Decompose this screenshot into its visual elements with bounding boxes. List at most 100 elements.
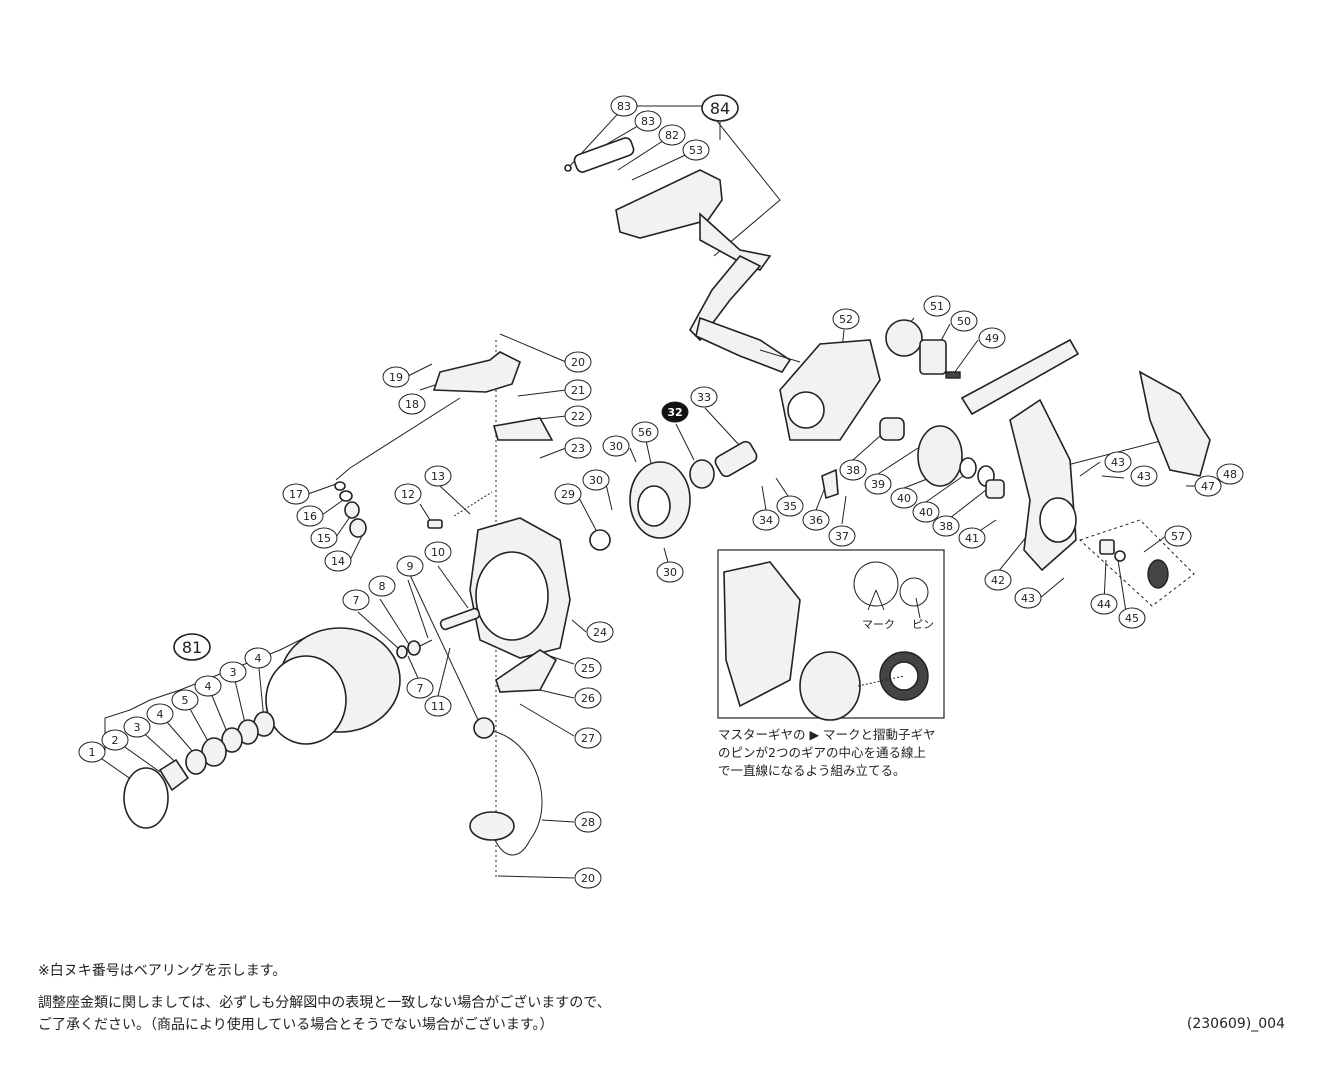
- callout-29: 29: [554, 483, 582, 505]
- callout-37: 37: [828, 525, 856, 547]
- callout-bubble: [78, 741, 106, 763]
- callout-bubble: [424, 465, 452, 487]
- callout-layer: 1233444577891011121314151617181920202122…: [78, 94, 1244, 889]
- callout-number: 30: [609, 440, 623, 453]
- callout-number: 22: [571, 410, 585, 423]
- callout-number: 49: [985, 332, 999, 345]
- callout-bubble: [244, 647, 272, 669]
- callout-number: 15: [317, 532, 331, 545]
- callout-83: 83: [634, 110, 662, 132]
- callout-number: 29: [561, 488, 575, 501]
- callout-24: 24: [586, 621, 614, 643]
- callout-30: 30: [582, 469, 610, 491]
- callout-bubble: [1118, 607, 1146, 629]
- inset-label-pin: ピン: [912, 618, 934, 631]
- callout-number: 30: [589, 474, 603, 487]
- inset-caption: マスターギヤの ▶ マークと摺動子ギヤ のピンが2つのギアの中心を通る線上 で一…: [718, 726, 936, 780]
- callout-number: 4: [205, 680, 212, 693]
- callout-bubble: [658, 124, 686, 146]
- callout-18: 18: [398, 393, 426, 415]
- callout-bubble: [406, 677, 434, 699]
- callout-number: 12: [401, 488, 415, 501]
- inset-caption-line: で一直線になるよう組み立てる。: [718, 763, 906, 778]
- callout-53: 53: [682, 139, 710, 161]
- callout-number: 43: [1021, 592, 1035, 605]
- callout-bubble: [424, 695, 452, 717]
- callout-number: 84: [710, 99, 730, 118]
- callout-bubble: [1014, 587, 1042, 609]
- callout-9: 9: [396, 555, 424, 577]
- callout-bubble: [1194, 475, 1222, 497]
- callout-number: 16: [303, 510, 317, 523]
- callout-bubble: [582, 469, 610, 491]
- callout-82: 82: [658, 124, 686, 146]
- callout-bubble: [564, 379, 592, 401]
- bail-wire: [334, 481, 543, 856]
- callout-23: 23: [564, 437, 592, 459]
- callout-12: 12: [394, 483, 422, 505]
- callout-number: 5: [182, 694, 189, 707]
- callout-bubble: [398, 393, 426, 415]
- callout-bubble: [574, 811, 602, 833]
- callout-51: 51: [923, 295, 951, 317]
- callout-bubble: [194, 675, 222, 697]
- knob-assembly: [1099, 539, 1169, 589]
- callout-bubble: [342, 589, 370, 611]
- callout-bubble: [146, 703, 174, 725]
- callout-20: 20: [574, 867, 602, 889]
- callout-number: 28: [581, 816, 595, 829]
- callout-number: 30: [663, 566, 677, 579]
- callout-number: 18: [405, 398, 419, 411]
- callout-number: 82: [665, 129, 679, 142]
- callout-49: 49: [978, 327, 1006, 349]
- callout-bubble: [324, 550, 352, 572]
- callout-5: 5: [171, 689, 199, 711]
- callout-number: 48: [1223, 468, 1237, 481]
- callout-number: 21: [571, 384, 585, 397]
- callout-11: 11: [424, 695, 452, 717]
- callout-14: 14: [324, 550, 352, 572]
- callout-8: 8: [368, 575, 396, 597]
- callout-bubble: [282, 483, 310, 505]
- callout-bubble: [682, 139, 710, 161]
- callout-57: 57: [1164, 525, 1192, 547]
- callout-bubble: [656, 561, 684, 583]
- callout-bubble: [958, 527, 986, 549]
- callout-38: 38: [839, 459, 867, 481]
- callout-83: 83: [610, 95, 638, 117]
- callout-3: 3: [219, 661, 247, 683]
- callout-number: 33: [697, 391, 711, 404]
- callout-19: 19: [382, 366, 410, 388]
- callout-bubble: [610, 95, 638, 117]
- callout-bubble: [564, 351, 592, 373]
- callout-10: 10: [424, 541, 452, 563]
- callout-number: 27: [581, 732, 595, 745]
- callout-bubble: [173, 633, 211, 661]
- callout-2: 2: [101, 729, 129, 751]
- callout-13: 13: [424, 465, 452, 487]
- callout-bubble: [828, 525, 856, 547]
- inset-label-mark: マーク: [862, 618, 895, 631]
- adjustment-note-line: 調整座金類に関しましては、必ずしも分解図中の表現と一致しない場合がございますので…: [38, 995, 611, 1011]
- callout-number: 52: [839, 313, 853, 326]
- callout-number: 8: [379, 580, 386, 593]
- callout-7: 7: [406, 677, 434, 699]
- callout-84: 84: [701, 94, 739, 122]
- callout-bubble: [1216, 463, 1244, 485]
- document-code: (230609)_004: [1186, 1016, 1285, 1032]
- callout-4: 4: [244, 647, 272, 669]
- callout-3: 3: [123, 716, 151, 738]
- callout-43: 43: [1014, 587, 1042, 609]
- callout-number: 56: [638, 426, 652, 439]
- callout-bubble: [661, 401, 689, 423]
- callout-number: 11: [431, 700, 445, 713]
- callout-bubble: [564, 405, 592, 427]
- callout-number: 43: [1111, 456, 1125, 469]
- callout-number: 37: [835, 530, 849, 543]
- callout-bubble: [574, 727, 602, 749]
- callout-bubble: [586, 621, 614, 643]
- callout-30: 30: [602, 435, 630, 457]
- callout-bubble: [1090, 593, 1118, 615]
- callout-bubble: [631, 421, 659, 443]
- callout-number: 47: [1201, 480, 1215, 493]
